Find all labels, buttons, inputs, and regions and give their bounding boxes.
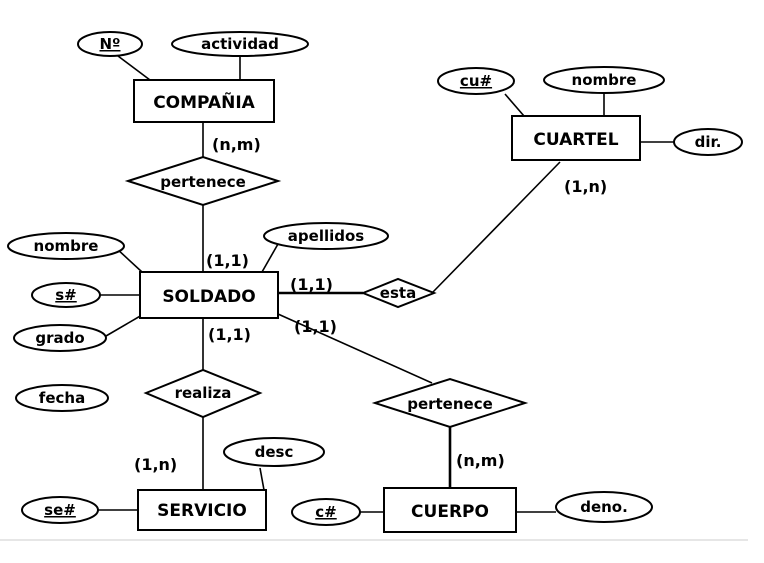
relationship-realiza: realiza — [143, 368, 263, 419]
attribute-fecha-label: fecha — [39, 389, 85, 407]
attribute-desc-label: desc — [255, 443, 294, 461]
attribute-nombre-cuartel: nombre — [543, 66, 665, 94]
entity-servicio: SERVICIO — [137, 489, 267, 531]
attribute-desc: desc — [223, 437, 325, 467]
attribute-nombre-soldado: nombre — [7, 232, 125, 260]
attribute-grado-label: grado — [35, 329, 84, 347]
attribute-s-label: s# — [55, 286, 77, 304]
cardinality-soldado-pertenece: (1,1) — [206, 251, 249, 270]
relationship-esta: esta — [360, 277, 437, 309]
attribute-c: c# — [291, 498, 361, 526]
entity-cuartel-label: CUARTEL — [533, 130, 618, 150]
entity-compania-label: COMPAÑIA — [153, 90, 255, 113]
line-n-compania — [117, 55, 151, 81]
line-soldado-pertenece-cuerpo — [277, 313, 433, 384]
attribute-nombre-soldado-label: nombre — [34, 237, 99, 255]
line-cu-cuartel — [504, 93, 525, 117]
attribute-se: se# — [21, 496, 99, 524]
attribute-s: s# — [31, 282, 101, 308]
line-desc-servicio — [259, 467, 265, 491]
attribute-apellidos-label: apellidos — [288, 227, 365, 245]
cardinality-soldado-esta: (1,1) — [290, 275, 333, 294]
cardinality-cuerpo-pertenece: (n,m) — [456, 451, 505, 470]
entity-cuerpo: CUERPO — [383, 487, 517, 533]
cardinality-compania-pertenece: (n,m) — [212, 135, 261, 154]
entity-soldado: SOLDADO — [139, 271, 279, 319]
attribute-n: Nº — [77, 31, 143, 57]
attribute-cu: cu# — [437, 67, 515, 95]
relationship-esta-label: esta — [380, 284, 416, 302]
relationship-pertenece-cuerpo: pertenece — [371, 377, 529, 429]
attribute-se-label: se# — [44, 501, 76, 519]
entity-servicio-label: SERVICIO — [157, 501, 247, 521]
cardinality-soldado-pertenece-cuerpo: (1,1) — [294, 317, 337, 336]
entity-compania: COMPAÑIA — [133, 79, 275, 123]
attribute-deno-label: deno. — [580, 498, 628, 516]
relationship-pertenece-compania: pertenece — [124, 155, 282, 207]
cardinality-cuartel-esta: (1,n) — [564, 177, 607, 196]
cardinality-servicio-realiza: (1,n) — [134, 455, 177, 474]
attribute-dir: dir. — [673, 128, 743, 156]
entity-cuerpo-label: CUERPO — [411, 502, 489, 522]
attribute-dir-label: dir. — [695, 133, 722, 151]
line-nombre-soldado — [115, 247, 143, 273]
cardinality-labels: (n,m) (1,1) (1,n) (1,1) (1,1) (1,n) (1,1… — [134, 135, 607, 474]
attribute-apellidos: apellidos — [263, 222, 389, 250]
connector-lines — [98, 55, 678, 513]
line-grado-soldado — [105, 314, 143, 337]
attribute-deno: deno. — [555, 491, 653, 523]
attribute-actividad-label: actividad — [201, 35, 279, 53]
attribute-n-label: Nº — [99, 35, 120, 53]
attribute-cu-label: cu# — [460, 72, 492, 90]
cardinality-soldado-realiza: (1,1) — [208, 325, 251, 344]
attribute-grado: grado — [13, 324, 107, 352]
attribute-fecha: fecha — [15, 384, 109, 412]
attribute-actividad: actividad — [171, 31, 309, 57]
attribute-nombre-cuartel-label: nombre — [572, 71, 637, 89]
relationship-pertenece-cuerpo-label: pertenece — [407, 395, 493, 413]
entity-soldado-label: SOLDADO — [162, 287, 255, 307]
entity-cuartel: CUARTEL — [511, 115, 641, 161]
relationship-realiza-label: realiza — [175, 384, 232, 402]
line-apellidos-soldado — [261, 243, 279, 273]
line-cuartel-esta — [431, 161, 561, 294]
attribute-c-label: c# — [315, 503, 336, 521]
relationship-pertenece-compania-label: pertenece — [160, 173, 246, 191]
